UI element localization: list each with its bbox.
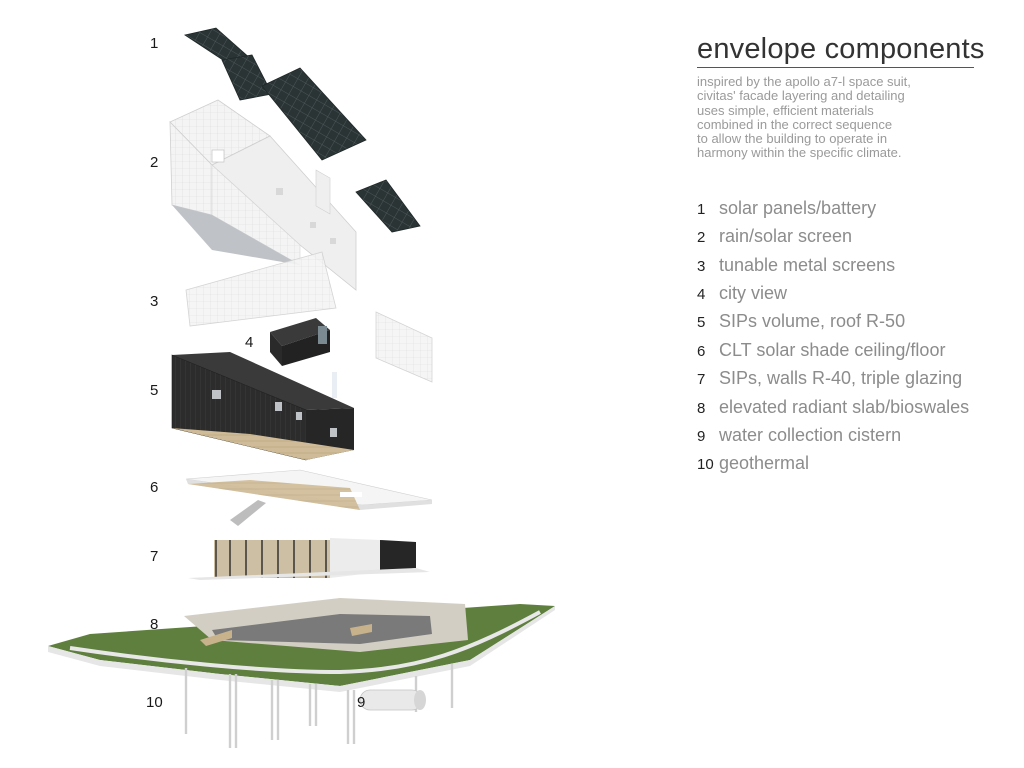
- panel-title: envelope components: [697, 33, 985, 65]
- description-line: uses simple, efficient materials: [697, 102, 874, 118]
- legend-item: 8 elevated radiant slab/bioswales: [697, 397, 997, 425]
- legend-label: city view: [719, 282, 788, 303]
- elevated-slab-bioswales: [48, 598, 555, 692]
- legend-number: 8: [697, 399, 706, 417]
- legend-item: 3 tunable metal screens: [697, 255, 997, 283]
- exploded-axonometric-diagram: [48, 27, 555, 748]
- description-line: combined in the correct sequence: [697, 116, 893, 132]
- description-line: harmony within the specific climate.: [697, 145, 902, 161]
- legend-item: 2 rain/solar screen: [697, 226, 997, 254]
- legend-item: 10 geothermal: [697, 453, 997, 481]
- legend-number: 7: [697, 371, 706, 389]
- legend-label: CLT solar shade ceiling/floor: [719, 339, 946, 360]
- geothermal-piles: [184, 664, 454, 748]
- sips-volume: [171, 352, 354, 461]
- diagram-label-8: 8: [150, 616, 159, 633]
- rain-solar-screen: [169, 99, 357, 291]
- description-line: civitas' facade layering and detailing: [697, 88, 905, 104]
- diagram-label-10: 10: [146, 694, 163, 711]
- title-underline: [697, 67, 974, 68]
- legend-label: water collection cistern: [719, 424, 902, 445]
- diagram-label-6: 6: [150, 479, 159, 496]
- sips-walls-glazing: [188, 538, 430, 580]
- description-line: inspired by the apollo a7-l space suit,: [697, 74, 911, 89]
- description-line: to allow the building to operate in: [697, 131, 888, 147]
- diagram-label-4: 4: [245, 334, 254, 351]
- solar-panels: [183, 27, 421, 233]
- legend-number: 9: [697, 427, 706, 445]
- panel-description: inspired by the apollo a7-l space suit, …: [697, 74, 997, 161]
- component-legend: 1 solar panels/battery 2 rain/solar screen…: [697, 198, 997, 482]
- legend-label: SIPs volume, roof R-50: [719, 311, 906, 332]
- legend-item: 9 water collection cistern: [697, 425, 997, 453]
- diagram-label-5: 5: [150, 382, 159, 399]
- legend-label: rain/solar screen: [719, 226, 853, 247]
- diagram-label-3: 3: [150, 293, 159, 310]
- legend-item: 4 city view: [697, 283, 997, 311]
- diagram-label-1: 1: [150, 35, 159, 52]
- legend-item: 6 CLT solar shade ceiling/floor: [697, 340, 997, 368]
- legend-label: tunable metal screens: [719, 254, 896, 275]
- water-cistern: [359, 689, 426, 711]
- legend-item: 5 SIPs volume, roof R-50: [697, 311, 997, 339]
- legend-number: 4: [697, 285, 706, 303]
- diagram-label-9: 9: [357, 694, 366, 711]
- legend-item: 1 solar panels/battery: [697, 198, 997, 226]
- legend-label: SIPs, walls R-40, triple glazing: [719, 368, 963, 389]
- legend-label: geothermal: [719, 453, 810, 474]
- diagram-label-7: 7: [150, 548, 159, 565]
- legend-number: 3: [697, 257, 706, 275]
- legend-number: 5: [697, 314, 706, 332]
- tunable-metal-screens: [185, 251, 433, 398]
- legend-label: elevated radiant slab/bioswales: [719, 396, 970, 417]
- legend-item: 7 SIPs, walls R-40, triple glazing: [697, 368, 997, 396]
- legend-number: 10: [697, 456, 714, 474]
- legend-number: 6: [697, 342, 706, 360]
- legend-number: 2: [697, 229, 706, 247]
- city-view-box: [270, 318, 330, 366]
- legend-label: solar panels/battery: [719, 197, 877, 218]
- info-panel: envelope components inspired by the apol…: [697, 30, 997, 482]
- legend-number: 1: [697, 200, 706, 218]
- diagram-label-2: 2: [150, 154, 159, 171]
- clt-solar-shade: [185, 469, 433, 526]
